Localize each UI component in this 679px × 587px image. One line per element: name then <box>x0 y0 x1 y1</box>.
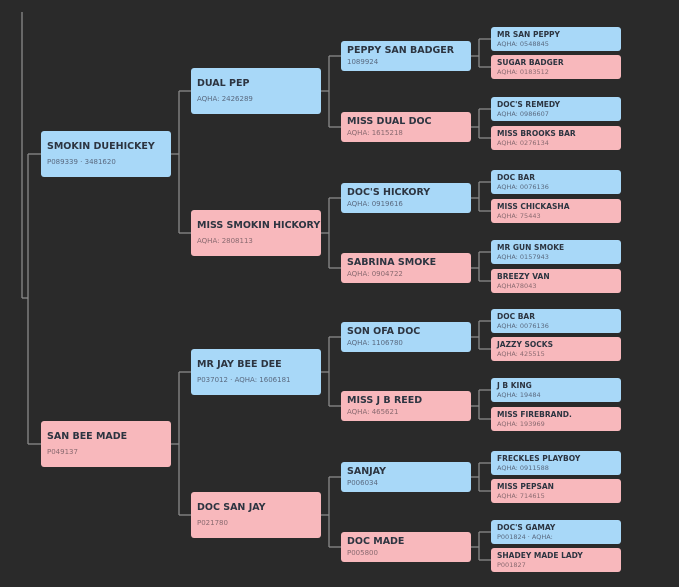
horse-name: DOC'S REMEDY <box>497 99 561 109</box>
horse-name: MISS SMOKIN HICKORY <box>197 219 321 231</box>
horse-registration: AQHA: 0919616 <box>347 200 403 209</box>
horse-registration: AQHA: 193969 <box>497 419 545 428</box>
horse-registration: P021780 <box>197 519 228 528</box>
horse-name: MISS BROOKS BAR <box>497 128 576 138</box>
horse-name: J B KING <box>497 380 532 390</box>
horse-name: PEPPY SAN BADGER <box>347 44 455 56</box>
horse-name: SMOKIN DUEHICKEY <box>47 140 155 152</box>
horse-node-peppy-san-badger[interactable]: PEPPY SAN BADGER 1089924 <box>341 41 471 71</box>
horse-node-smokin-duehickey[interactable]: SMOKIN DUEHICKEY P089339 · 3481620 <box>41 131 171 177</box>
horse-registration: AQHA78043 <box>497 281 537 290</box>
horse-node-miss-smokin-hickory[interactable]: MISS SMOKIN HICKORY AQHA: 2808113 <box>191 210 321 256</box>
horse-name: DOC BAR <box>497 172 536 182</box>
horse-node-doc-s-hickory[interactable]: DOC'S HICKORY AQHA: 0919616 <box>341 183 471 213</box>
horse-registration: AQHA: 19484 <box>497 390 541 399</box>
horse-name: DOC'S GAMAY <box>497 522 556 532</box>
horse-name: SABRINA SMOKE <box>347 256 437 268</box>
horse-registration: 1089924 <box>347 58 379 67</box>
horse-node-miss-firebrand[interactable]: MISS FIREBRAND.AQHA: 193969 <box>491 407 621 431</box>
horse-node-san-bee-made[interactable]: SAN BEE MADE P049137 <box>41 421 171 467</box>
horse-registration: P037012 · AQHA: 1606181 <box>197 376 291 385</box>
horse-name: DOC'S HICKORY <box>347 186 431 198</box>
horse-node-dual-pep[interactable]: DUAL PEP AQHA: 2426289 <box>191 68 321 114</box>
horse-registration: AQHA: 0076136 <box>497 182 549 191</box>
horse-registration: AQHA: 714615 <box>497 491 545 500</box>
horse-registration: AQHA: 425515 <box>497 349 545 358</box>
horse-registration: AQHA: 0183512 <box>497 67 549 76</box>
horse-registration: P089339 · 3481620 <box>47 158 116 167</box>
horse-registration: AQHA: 0911588 <box>497 463 549 472</box>
horse-name: BREEZY VAN <box>497 271 550 281</box>
horse-name: SUGAR BADGER <box>497 57 564 67</box>
horse-name: SON OFA DOC <box>347 325 421 337</box>
horse-name: SHADEY MADE LADY <box>497 550 583 560</box>
horse-name: DUAL PEP <box>197 77 250 89</box>
horse-registration: P006034 <box>347 479 378 488</box>
horse-registration: AQHA: 1106780 <box>347 339 403 348</box>
horse-name: MR SAN PEPPY <box>497 29 560 39</box>
horse-name: MISS CHICKASHA <box>497 201 570 211</box>
horse-registration: AQHA: 2426289 <box>197 95 253 104</box>
horse-name: MISS FIREBRAND. <box>497 409 572 419</box>
horse-registration: AQHA: 0157943 <box>497 252 549 261</box>
horse-registration: AQHA: 0548845 <box>497 39 549 48</box>
horse-registration: AQHA: 0076136 <box>497 321 549 330</box>
horse-name: MISS DUAL DOC <box>347 115 432 127</box>
horse-name: DOC MADE <box>347 535 405 547</box>
horse-registration: AQHA: 0986607 <box>497 109 549 118</box>
horse-node-mr-jay-bee-dee[interactable]: MR JAY BEE DEE P037012 · AQHA: 1606181 <box>191 349 321 395</box>
horse-registration: AQHA: 1615218 <box>347 129 403 138</box>
horse-name: MISS PEPSAN <box>497 481 554 491</box>
horse-name: SAN BEE MADE <box>47 430 128 442</box>
horse-registration: P001827 <box>497 560 526 569</box>
horse-name: SANJAY <box>347 465 387 477</box>
horse-name: JAZZY SOCKS <box>497 339 554 349</box>
horse-registration: P005800 <box>347 549 378 558</box>
horse-registration: AQHA: 465621 <box>347 408 399 417</box>
horse-name: MR JAY BEE DEE <box>197 358 282 370</box>
horse-name: DOC SAN JAY <box>197 501 266 513</box>
horse-registration: AQHA: 75443 <box>497 211 541 220</box>
horse-node-miss-dual-doc[interactable]: MISS DUAL DOC AQHA: 1615218 <box>341 112 471 142</box>
horse-name: FRECKLES PLAYBOY <box>497 453 581 463</box>
horse-registration: AQHA: 2808113 <box>197 237 253 246</box>
horse-registration: AQHA: 0276134 <box>497 138 549 147</box>
horse-node-doc-made[interactable]: DOC MADE P005800 <box>341 532 471 562</box>
horse-node-miss-j-b-reed[interactable]: MISS J B REED AQHA: 465621 <box>341 391 471 421</box>
horse-node-sanjay[interactable]: SANJAY P006034 <box>341 462 471 492</box>
horse-node-son-ofa-doc[interactable]: SON OFA DOC AQHA: 1106780 <box>341 322 471 352</box>
horse-name: MISS J B REED <box>347 394 423 406</box>
horse-registration: AQHA: 0904722 <box>347 270 403 279</box>
horse-name: MR GUN SMOKE <box>497 242 565 252</box>
horse-node-doc-san-jay[interactable]: DOC SAN JAY P021780 <box>191 492 321 538</box>
horse-registration: P001824 · AQHA: <box>497 532 553 541</box>
horse-name: DOC BAR <box>497 311 536 321</box>
horse-registration: P049137 <box>47 448 78 457</box>
horse-node-sabrina-smoke[interactable]: SABRINA SMOKE AQHA: 0904722 <box>341 253 471 283</box>
